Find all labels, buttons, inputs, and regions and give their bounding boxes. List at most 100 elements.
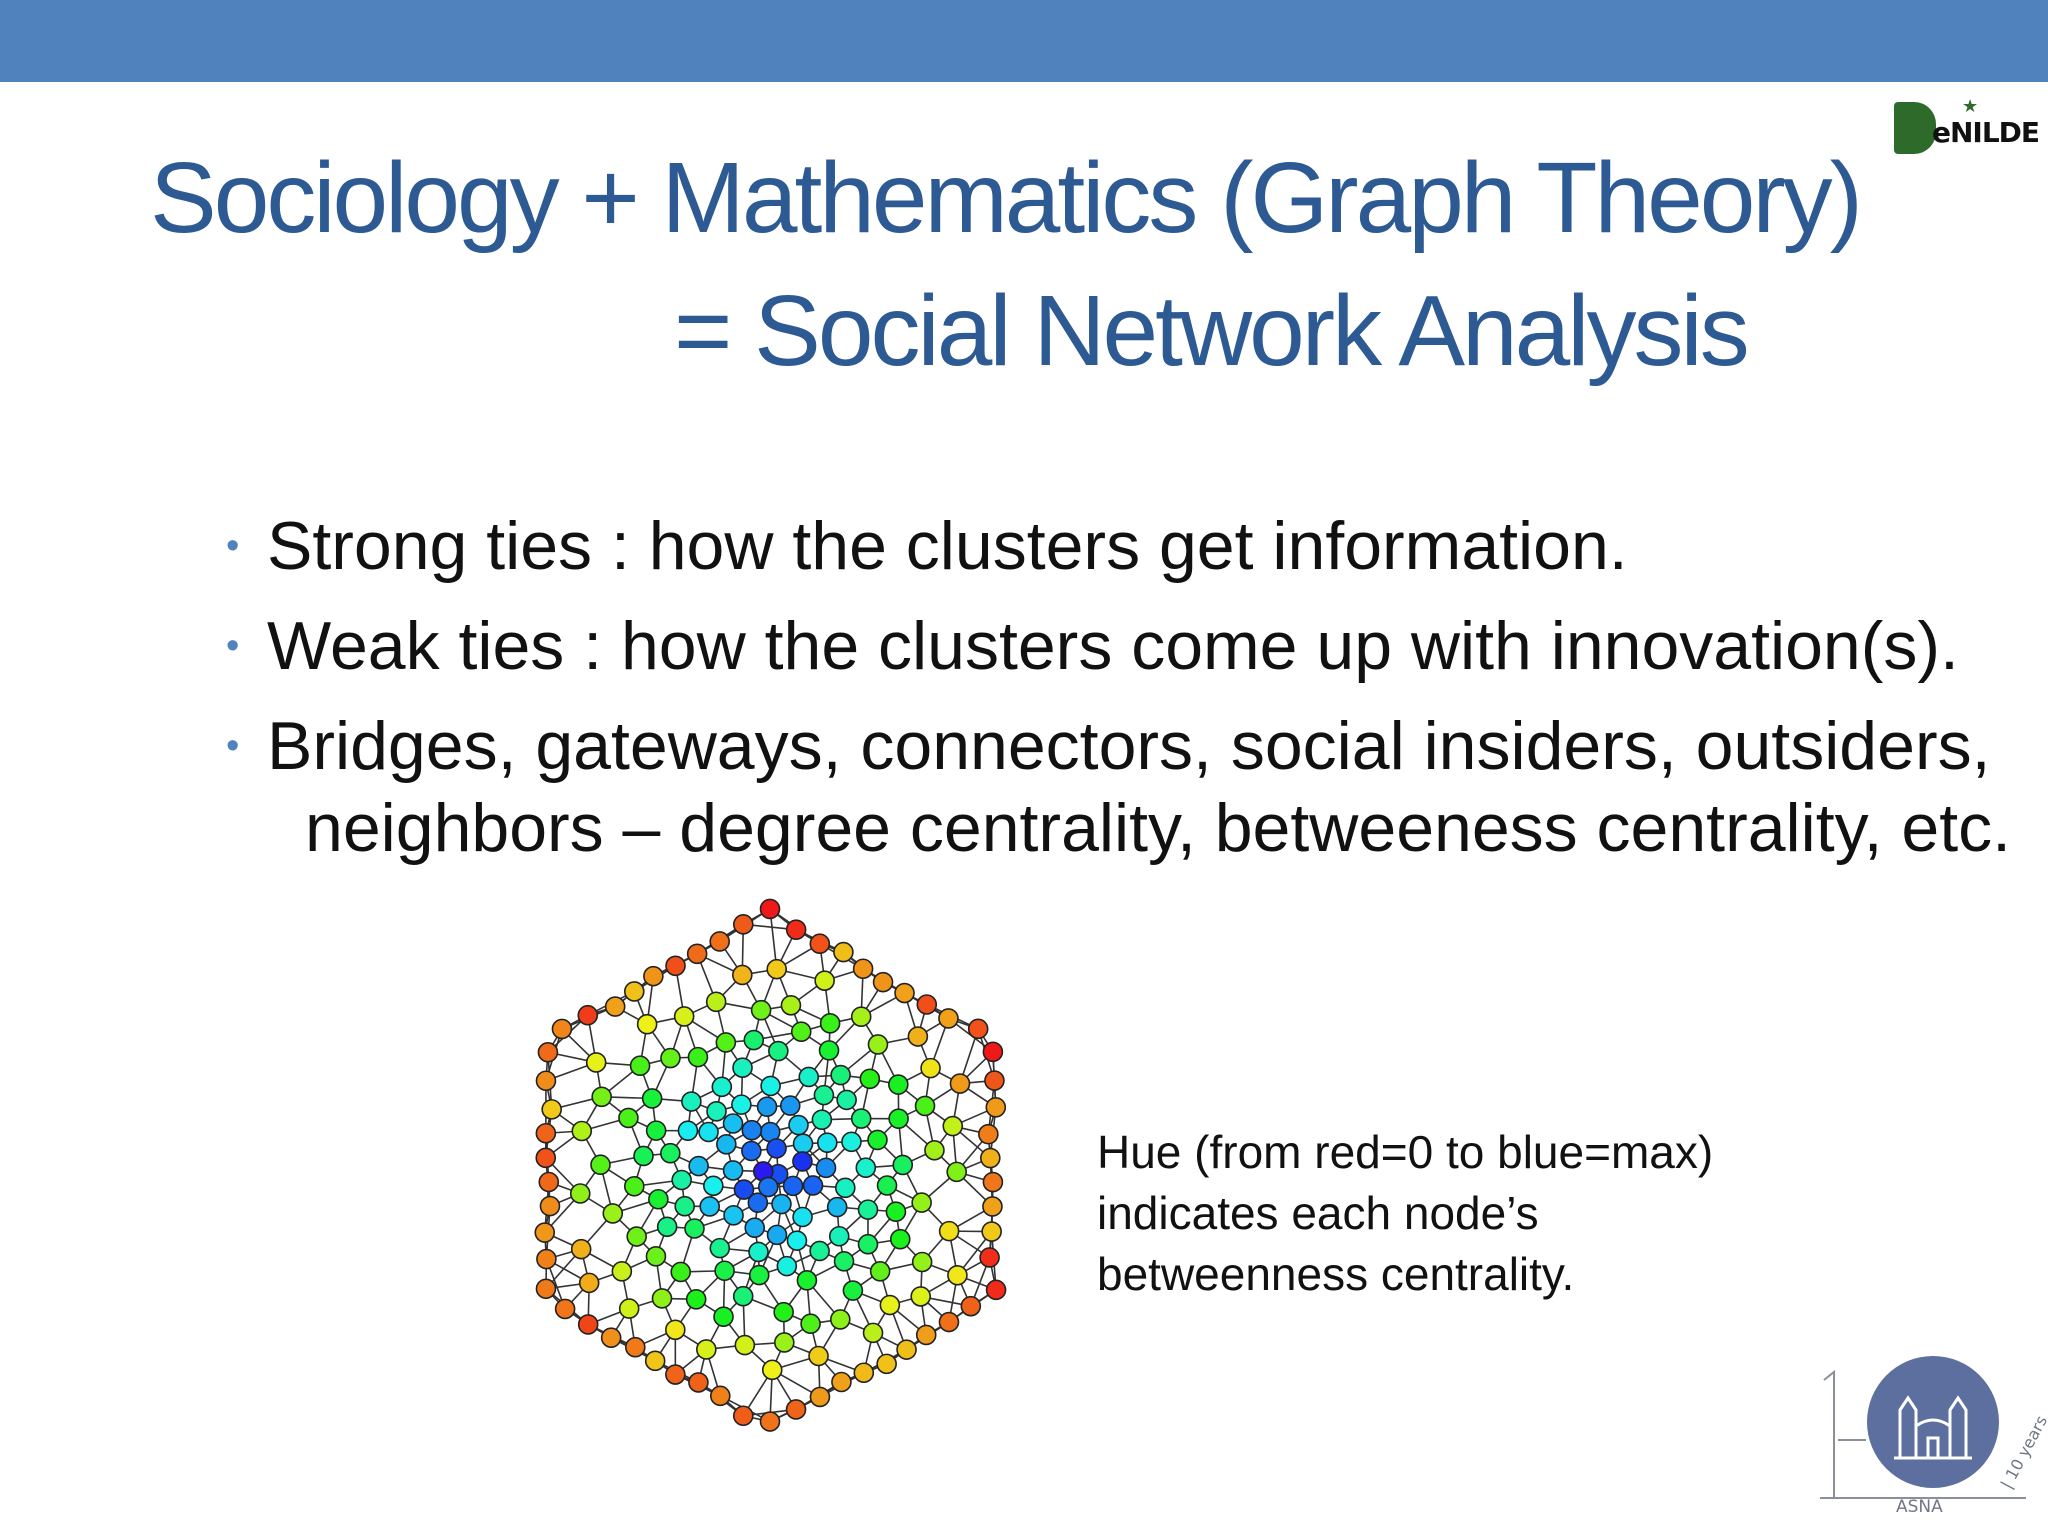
network-node	[644, 1350, 666, 1372]
network-node	[748, 1241, 769, 1263]
betweenness-network-graph	[534, 898, 1007, 1432]
network-node	[942, 1115, 964, 1137]
network-node	[885, 1201, 907, 1222]
network-node	[535, 1122, 557, 1144]
network-node	[577, 1004, 599, 1026]
network-node	[982, 1171, 1004, 1193]
network-node	[722, 1160, 744, 1181]
network-node	[785, 919, 807, 940]
network-node	[743, 1029, 765, 1051]
network-node	[706, 1101, 727, 1122]
network-node	[889, 1228, 911, 1250]
asna-logo-circle	[1867, 1356, 1999, 1488]
network-node	[623, 1175, 645, 1197]
network-node	[869, 1261, 891, 1282]
network-node	[938, 1008, 959, 1029]
network-node	[665, 1364, 686, 1385]
network-node	[571, 1120, 593, 1142]
network-node	[626, 1226, 647, 1247]
network-node	[761, 1359, 783, 1381]
network-node	[741, 1140, 762, 1162]
network-node	[722, 1113, 744, 1134]
network-node	[833, 1250, 855, 1272]
network-node	[836, 1089, 857, 1111]
network-node	[741, 1119, 763, 1141]
network-node	[978, 1123, 999, 1145]
network-node	[611, 1261, 633, 1282]
network-node	[651, 1288, 673, 1309]
asna-ten-outline	[1820, 1369, 2026, 1499]
network-node	[537, 1041, 559, 1063]
network-node	[709, 1237, 731, 1259]
network-node	[771, 1193, 792, 1215]
network-node	[811, 1109, 833, 1130]
network-node	[768, 1040, 789, 1062]
network-node	[670, 1261, 692, 1283]
network-node	[723, 1205, 744, 1226]
network-node	[896, 1339, 917, 1360]
network-node	[831, 1371, 852, 1393]
network-node	[850, 1108, 872, 1129]
network-node	[577, 1314, 599, 1335]
network-node	[855, 1157, 877, 1179]
network-node	[850, 1006, 872, 1028]
header-bar	[0, 0, 2048, 82]
network-node	[792, 1133, 814, 1154]
asna-logo-years-text: | 10 years	[1997, 1412, 2048, 1492]
network-node	[703, 1175, 724, 1197]
slide-title-line-1: Sociology + Mathematics (Graph Theory)	[150, 142, 1863, 254]
network-node	[967, 1018, 989, 1040]
network-node	[982, 1041, 1004, 1063]
network-node	[759, 1411, 781, 1432]
network-node	[747, 1192, 769, 1213]
network-node	[779, 1095, 801, 1116]
network-node	[946, 1161, 967, 1183]
network-node	[688, 1155, 709, 1177]
network-node	[766, 1138, 787, 1159]
network-node	[859, 1068, 881, 1090]
network-node	[686, 943, 708, 965]
network-node	[715, 1032, 737, 1053]
network-node	[776, 1255, 798, 1277]
network-node	[867, 1034, 889, 1055]
network-node	[750, 999, 772, 1021]
network-node	[782, 1175, 804, 1197]
network-node	[879, 1294, 901, 1316]
network-node	[748, 1264, 770, 1286]
network-node	[684, 1218, 705, 1239]
network-node	[796, 1270, 818, 1291]
network-node	[792, 1206, 813, 1228]
network-node	[830, 1064, 851, 1086]
network-node	[813, 1084, 835, 1106]
network-node	[894, 982, 915, 1004]
network-node	[760, 1075, 781, 1097]
network-node	[535, 1147, 557, 1169]
network-node	[541, 1099, 562, 1120]
network-node	[536, 1248, 557, 1270]
network-node	[551, 1018, 573, 1040]
network-node	[985, 1279, 1007, 1301]
bullet-text: Strong ties : how the clusters get infor…	[267, 508, 1628, 584]
network-node	[888, 1108, 909, 1129]
network-node	[624, 1336, 646, 1358]
network-node	[819, 1013, 841, 1034]
network-node	[660, 1047, 681, 1069]
enilde-logo: ★ eNILDE	[1892, 96, 2042, 160]
network-node	[938, 1220, 960, 1242]
network-node	[911, 1192, 932, 1213]
network-node	[709, 1385, 731, 1407]
network-node	[800, 1313, 821, 1335]
network-node	[731, 1094, 752, 1115]
network-node	[907, 1026, 929, 1047]
network-node	[920, 1057, 941, 1079]
star-icon: ★	[1962, 96, 1979, 116]
network-node	[570, 1238, 592, 1260]
network-node	[910, 1286, 932, 1307]
network-node	[911, 1251, 933, 1273]
network-node	[857, 1233, 879, 1255]
network-node	[982, 1196, 1003, 1217]
cathedral-icon	[1894, 1395, 1972, 1460]
network-node	[809, 1240, 830, 1262]
network-node	[685, 1289, 707, 1310]
graph-caption: Hue (from red=0 to blue=max) indicates e…	[1097, 1122, 1817, 1305]
